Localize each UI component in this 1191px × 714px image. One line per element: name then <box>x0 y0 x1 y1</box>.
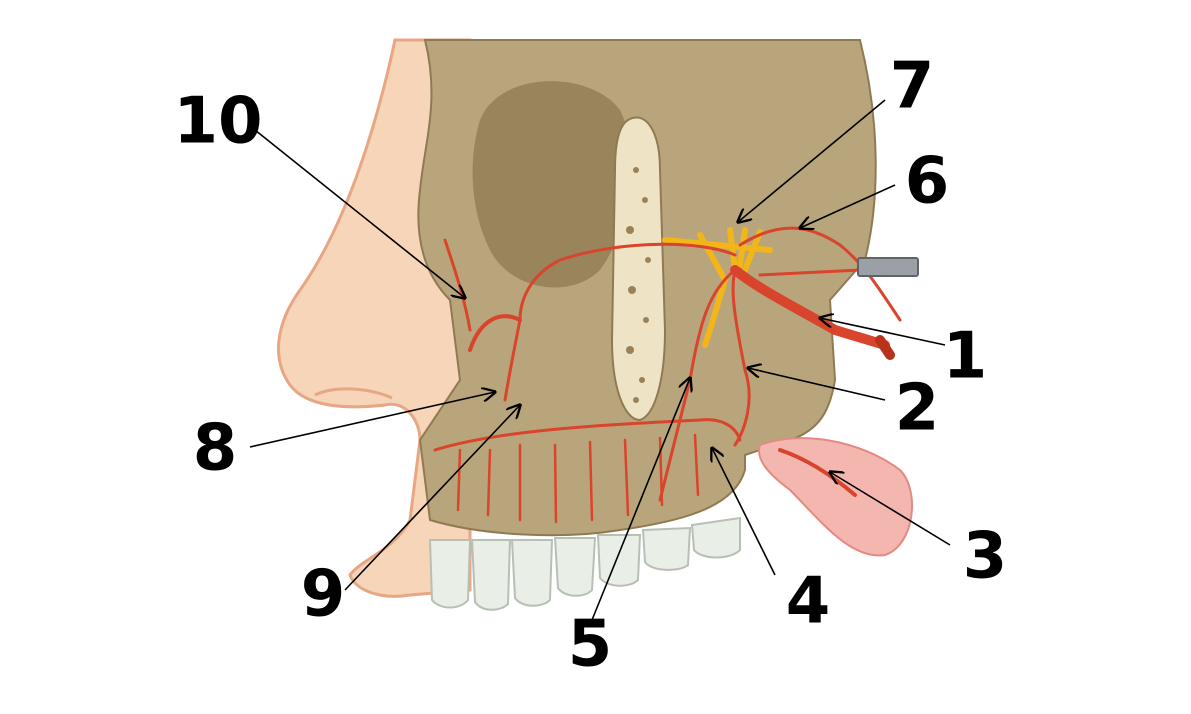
leader-1 <box>820 318 946 346</box>
label-1: 1 <box>943 320 988 394</box>
leader-5 <box>591 378 690 621</box>
label-6: 6 <box>905 145 950 219</box>
upper-teeth <box>428 516 741 611</box>
zygomatic-section <box>610 116 667 422</box>
leader-10 <box>254 129 465 298</box>
maxillary-artery <box>730 265 890 350</box>
leader-4 <box>712 448 776 576</box>
leader-6 <box>800 184 896 228</box>
label-5: 5 <box>568 608 613 682</box>
label-3: 3 <box>963 520 1008 594</box>
label-7: 7 <box>890 50 935 124</box>
leader-8 <box>249 392 495 448</box>
label-8: 8 <box>193 412 238 486</box>
label-2: 2 <box>895 372 940 446</box>
label-10: 10 <box>173 85 262 159</box>
nerve-bundle <box>662 227 773 348</box>
tongue <box>758 437 913 557</box>
leader-lines <box>249 99 951 621</box>
probe <box>857 257 919 277</box>
label-4: 4 <box>786 565 831 639</box>
leader-9 <box>344 405 520 591</box>
leader-3 <box>830 472 951 546</box>
nostril <box>314 387 393 400</box>
bone-pores <box>626 167 651 403</box>
orbit <box>472 81 631 288</box>
leader-2 <box>748 368 886 401</box>
leader-7 <box>738 99 886 222</box>
label-9: 9 <box>301 558 346 632</box>
